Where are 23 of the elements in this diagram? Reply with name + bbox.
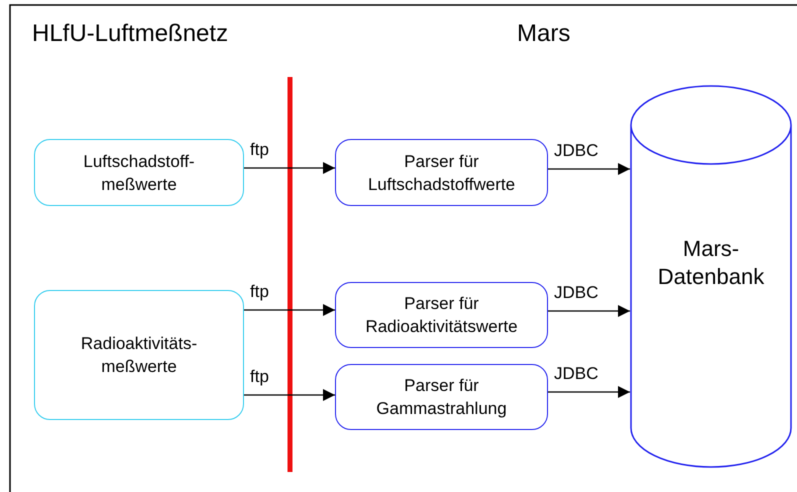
arrow bbox=[244, 389, 335, 401]
node-text: Luftschadstoff- meßwerte bbox=[82, 150, 196, 196]
edge-label: ftp bbox=[249, 283, 270, 301]
node-text: Parser für Radioaktivitätswerte bbox=[364, 293, 519, 338]
node-text: Radioaktivitäts- meßwerte bbox=[80, 333, 198, 378]
process-box bbox=[34, 290, 244, 420]
edge-label: ftp bbox=[249, 141, 270, 159]
process-box bbox=[34, 139, 244, 206]
database-cylinder bbox=[630, 85, 792, 468]
node-text: Mars- Datenbank bbox=[656, 235, 766, 291]
arrow bbox=[244, 304, 335, 316]
edge-label: ftp bbox=[249, 368, 270, 386]
node-text: Parser für Gammastrahlung bbox=[375, 375, 508, 420]
process-box bbox=[335, 282, 548, 348]
node-text: Parser für Luftschadstoffwerte bbox=[366, 150, 516, 196]
arrow bbox=[548, 305, 630, 317]
process-box bbox=[335, 364, 548, 430]
arrow bbox=[548, 163, 630, 175]
arrow bbox=[244, 162, 335, 174]
heading-text: HLfU-Luftmeßnetz bbox=[32, 20, 228, 48]
process-box bbox=[335, 139, 548, 206]
arrow bbox=[548, 386, 630, 398]
heading-text: Mars bbox=[517, 20, 570, 48]
